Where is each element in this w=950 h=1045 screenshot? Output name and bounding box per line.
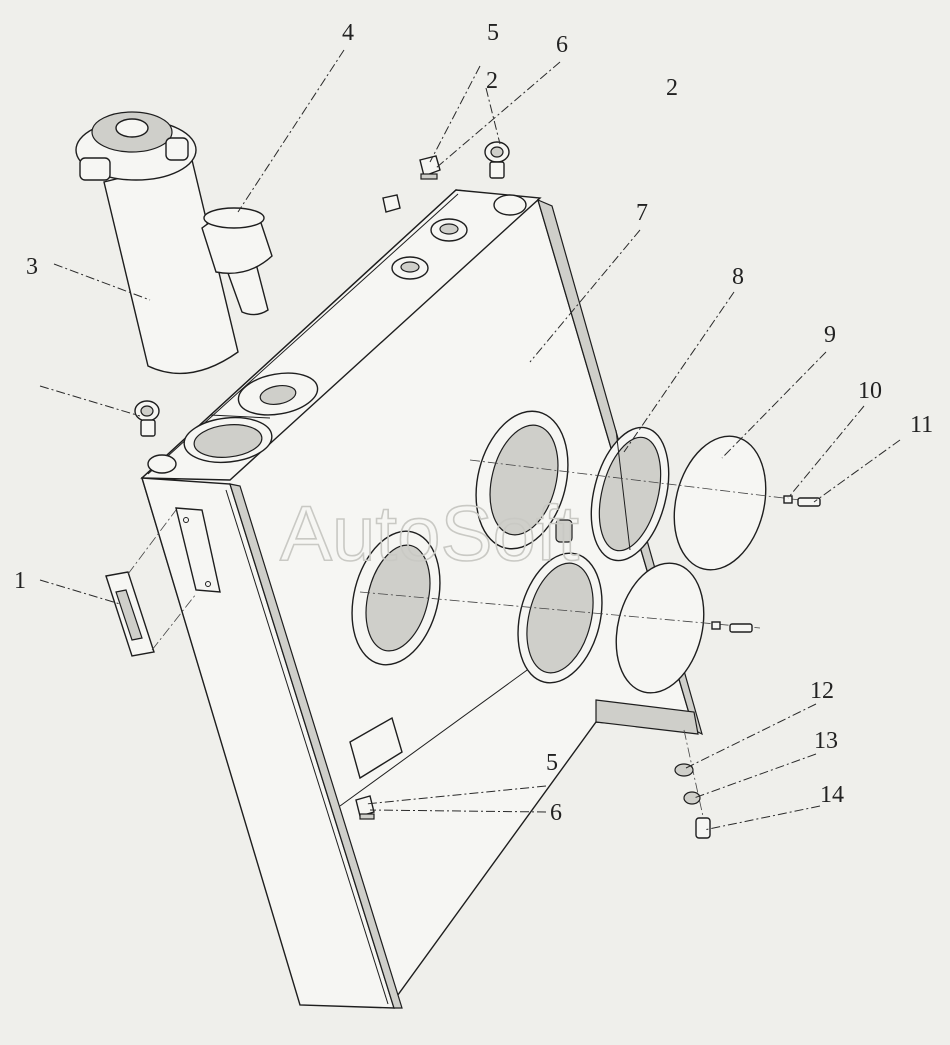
cover-lower — [615, 562, 705, 694]
callout-10: 10 — [858, 378, 882, 404]
callout-14: 14 — [820, 782, 844, 808]
callout-4: 4 — [342, 20, 354, 46]
filter-bypass — [165, 137, 189, 161]
breather-assembly — [201, 207, 273, 316]
drain-boss — [555, 519, 573, 543]
callout-9: 9 — [824, 322, 836, 348]
column-mount-plate — [175, 507, 221, 593]
filter-assembly — [75, 111, 239, 375]
plug-bottom — [355, 795, 375, 820]
top-boss-4 — [147, 454, 177, 474]
bolt-11 — [797, 497, 821, 507]
watermark: AutoSoft — [280, 489, 580, 577]
washer-13 — [683, 791, 701, 805]
callout-2-right: 2 — [666, 75, 678, 101]
lifting-eye-left — [134, 400, 160, 437]
gasket-upper — [590, 426, 670, 562]
bolt-lower — [729, 623, 753, 633]
callout-5-top: 5 — [487, 20, 499, 46]
callout-11: 11 — [910, 412, 933, 438]
callout-1: 1 — [14, 568, 26, 594]
callout-3: 3 — [26, 254, 38, 280]
washer-10 — [783, 495, 793, 504]
plug-top-lower — [382, 194, 401, 213]
callout-13: 13 — [814, 728, 838, 754]
filter-port — [79, 157, 111, 181]
callout-8: 8 — [732, 264, 744, 290]
callout-5-bottom: 5 — [546, 750, 558, 776]
tank-column-side — [229, 483, 403, 1009]
drain-plug-14 — [695, 817, 711, 839]
sight-glass — [105, 509, 197, 657]
lifting-eye-top — [484, 141, 510, 179]
top-boss-3 — [493, 194, 527, 216]
plug-top — [419, 155, 441, 180]
leader-lines — [39, 49, 901, 831]
lower-mount-pad — [349, 716, 403, 780]
callout-12: 12 — [810, 678, 834, 704]
tank-bottom-flange — [595, 699, 699, 735]
filter-canister — [103, 159, 239, 375]
callout-labels: 1 2 2 3 4 5 5 6 6 7 8 9 10 11 12 13 14 — [14, 20, 933, 826]
callout-7: 7 — [636, 200, 648, 226]
callout-6-bottom: 6 — [550, 800, 562, 826]
gasket-lower — [517, 552, 603, 684]
cover-upper — [673, 435, 767, 571]
washer-lower — [711, 621, 721, 630]
callout-6-top: 6 — [556, 32, 568, 58]
callout-2-top: 2 — [486, 68, 498, 94]
